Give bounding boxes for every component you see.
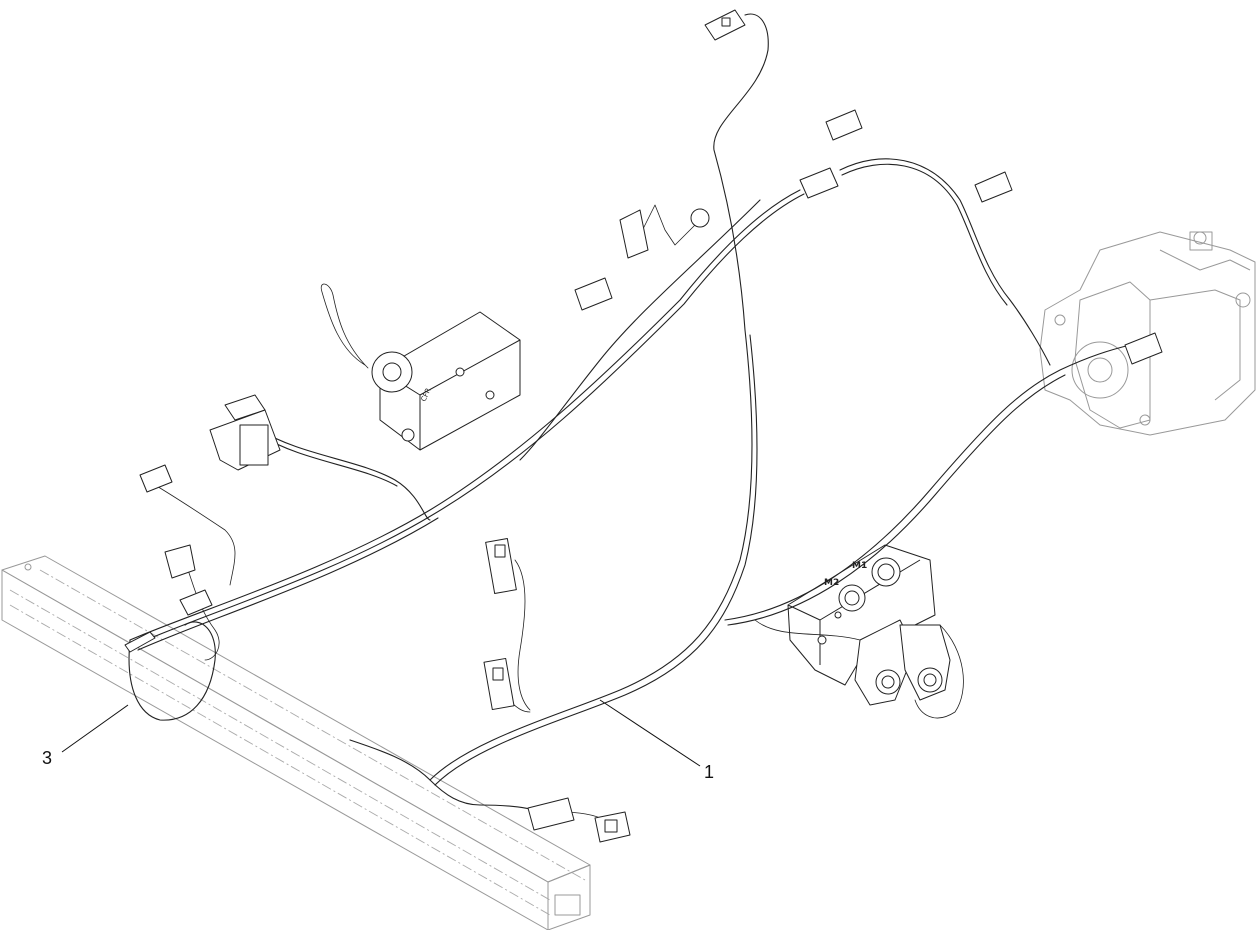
connector-zigzag — [574, 208, 710, 311]
callout-3: 3 — [42, 704, 129, 768]
port-label-m2: M2 — [824, 578, 839, 588]
connector-far-left — [139, 464, 173, 493]
connector-left-mid — [164, 544, 213, 616]
connector-pump-sensor — [1124, 332, 1163, 365]
callout-label-3: 3 — [42, 748, 52, 768]
manifold-block: M2 M1 — [787, 544, 951, 706]
connector-pump-upper — [974, 171, 1013, 203]
connector-multi-pin — [209, 394, 281, 471]
frame-cross-member — [1, 555, 591, 930]
port-label-m1: M1 — [852, 561, 867, 571]
connector-upper-pair — [799, 109, 863, 199]
connector-sensor-upper — [485, 537, 517, 595]
connector-sensor-lower — [483, 657, 515, 711]
callout-label-1: 1 — [704, 762, 714, 782]
solenoid-valve-block: CFR — [320, 283, 521, 451]
wire-harness — [128, 13, 1131, 821]
harness-connectors — [124, 9, 1163, 843]
frame-clip — [124, 631, 156, 653]
hydraulic-pump — [1039, 231, 1256, 436]
connector-bottom-pair — [527, 797, 631, 843]
callout-1: 1 — [599, 699, 714, 782]
connector-top — [704, 9, 746, 41]
